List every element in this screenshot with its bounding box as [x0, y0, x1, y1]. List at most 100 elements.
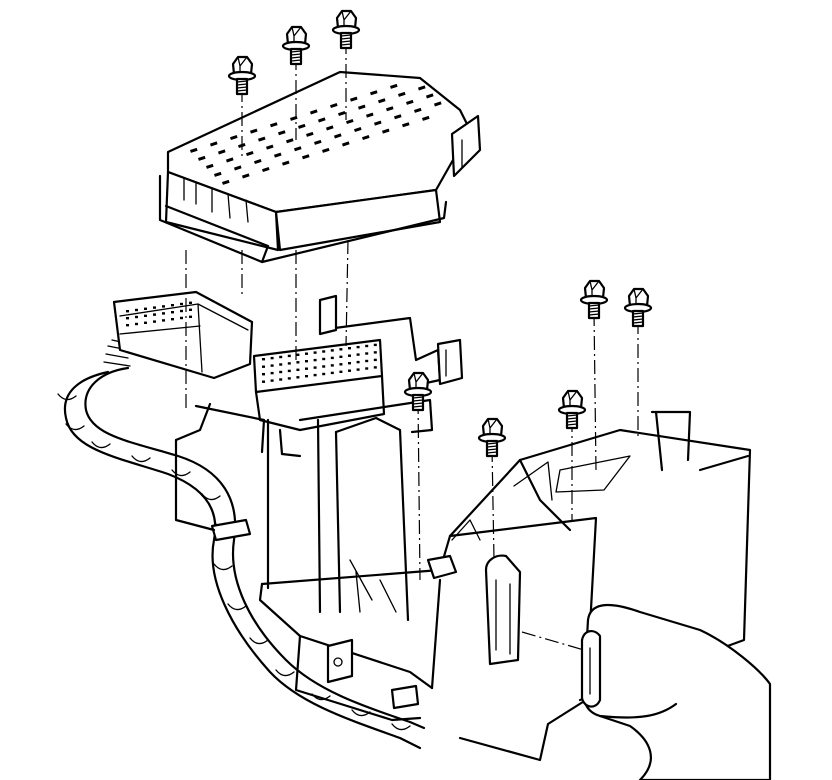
socket-pin — [348, 362, 351, 365]
harness-connector — [112, 290, 254, 380]
fuse-slot — [306, 131, 314, 137]
socket-pin — [262, 380, 265, 383]
socket-pin — [313, 366, 317, 369]
socket-pin — [279, 355, 283, 359]
socket-pin — [373, 358, 377, 362]
socket-pin — [322, 372, 326, 376]
fuse-slot — [274, 152, 282, 158]
socket-pin — [330, 371, 334, 375]
socket-pin — [305, 375, 308, 378]
bolt — [557, 389, 587, 430]
conduit-ring — [275, 669, 295, 677]
fuse-slot — [258, 136, 266, 142]
fuse-slot — [230, 135, 238, 141]
socket-pin — [305, 367, 308, 370]
fuse-slot — [222, 179, 230, 185]
fuse-slot — [242, 173, 250, 179]
fuse-slot — [414, 107, 422, 113]
fuse-slot — [422, 115, 430, 121]
hand-pressing-tab — [580, 604, 772, 780]
bolt — [227, 55, 257, 96]
socket-pin — [313, 358, 317, 362]
socket-pin — [270, 371, 274, 375]
fuse-slot — [402, 122, 410, 128]
fuse-slot — [398, 91, 406, 97]
socket-pin — [313, 351, 317, 354]
fuse-slot — [210, 141, 218, 147]
bolt — [331, 9, 361, 50]
connector-pin — [171, 311, 174, 314]
fuse-slot — [394, 114, 402, 120]
connector-pin — [171, 304, 174, 307]
fuse-slot — [346, 119, 354, 125]
fuse-slot — [350, 96, 358, 102]
connector-pin — [153, 320, 156, 323]
fuse-slot — [434, 101, 442, 107]
socket-pin — [262, 373, 265, 376]
socket-pin — [356, 360, 360, 364]
alignment-lines — [185, 40, 639, 651]
fuse-slot — [334, 133, 342, 139]
socket-pin — [296, 361, 300, 364]
fuse-slot — [214, 171, 222, 177]
socket-pin — [348, 369, 351, 372]
connector-pin — [180, 302, 183, 306]
wiring-harness — [57, 339, 426, 750]
bolt — [579, 279, 609, 320]
bolt — [477, 417, 507, 458]
connector-pin — [180, 309, 183, 313]
connector-pin — [144, 321, 147, 324]
socket-pin — [279, 378, 283, 381]
fuse-slot — [198, 155, 206, 161]
fuse-slot — [286, 138, 294, 144]
socket-pin — [373, 351, 377, 354]
socket-pin — [287, 377, 291, 380]
connector-pin — [189, 308, 192, 311]
socket-pin — [296, 368, 300, 371]
fuse-slot — [190, 147, 198, 153]
fuse-slot — [342, 141, 350, 147]
socket-pin — [287, 369, 291, 373]
fuse-slot — [254, 159, 262, 165]
fuse-slot — [366, 112, 374, 118]
fuse-slot — [302, 154, 310, 160]
socket-pin — [287, 362, 291, 365]
fuse-slot — [270, 122, 278, 128]
socket-pin — [356, 368, 360, 371]
connector-pin — [171, 318, 174, 321]
fuse-slot — [382, 128, 390, 134]
socket-pin — [348, 354, 351, 357]
fuse-slot — [406, 99, 414, 105]
bolt — [623, 287, 653, 328]
connector-pin — [162, 319, 165, 322]
socket-pin — [330, 349, 334, 352]
conduit-ring — [391, 723, 411, 731]
fuse-slot — [330, 103, 338, 109]
conduit-ring — [213, 563, 233, 571]
fuse-slot — [234, 165, 242, 171]
fuse-slot — [326, 125, 334, 131]
fuse-slot — [278, 130, 286, 136]
conduit-ring — [227, 603, 247, 611]
connector-pin — [135, 322, 138, 326]
fuse-slot — [226, 157, 234, 163]
connector-pin — [126, 324, 129, 327]
connector-pin — [135, 315, 138, 319]
connector-pin — [153, 313, 156, 316]
fuse-slot — [314, 139, 322, 145]
connector-pin — [153, 306, 156, 309]
connector-pin — [144, 307, 147, 310]
conduit-ring — [249, 637, 269, 645]
socket-pin — [339, 348, 343, 351]
conduit-ring — [91, 441, 111, 449]
fuse-slot — [298, 123, 306, 129]
conduit-ring — [131, 455, 151, 463]
fuse-block-housing — [174, 294, 752, 762]
socket-pin — [356, 345, 360, 349]
socket-pin — [365, 367, 369, 370]
socket-pin — [262, 365, 265, 368]
socket-pin — [330, 356, 334, 360]
socket-pin — [365, 352, 369, 355]
